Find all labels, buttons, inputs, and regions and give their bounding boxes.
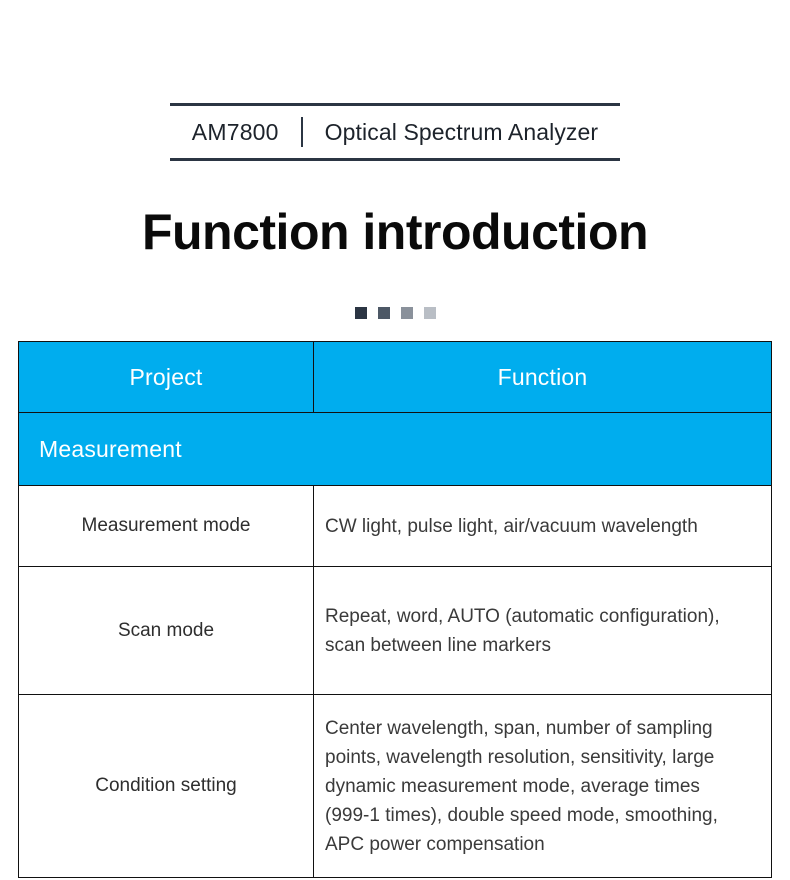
square-indicator-2 (377, 307, 390, 319)
cell-function-line: Repeat, word, AUTO (automatic configurat… (325, 605, 720, 627)
column-header-function: Function (313, 341, 772, 413)
product-header-band: AM7800 Optical Spectrum Analyzer (170, 103, 620, 161)
cell-function-line: points, wavelength resolution, sensitivi… (325, 746, 715, 768)
column-header-project: Project (18, 341, 314, 413)
cell-project: Measurement mode (18, 485, 314, 567)
cell-function-line: CW light, pulse light, air/vacuum wavele… (325, 515, 698, 537)
cell-function-line: scan between line markers (325, 634, 551, 656)
table-row: Condition setting Center wavelength, span… (18, 694, 772, 878)
table-group-row: Measurement (18, 412, 772, 486)
cell-function-line: Center wavelength, span, number of sampl… (325, 717, 713, 739)
table-header: Project Function (18, 341, 772, 413)
product-name-label: Optical Spectrum Analyzer (324, 118, 599, 145)
table-header-row: Project Function (18, 341, 772, 413)
square-indicator-4 (423, 307, 436, 319)
cell-function-line: (999-1 times), double speed mode, smooth… (325, 804, 718, 826)
cell-function: Center wavelength, span, number of sampl… (313, 694, 772, 878)
square-indicator-1 (354, 307, 367, 319)
cell-function-line: dynamic measurement mode, average times (325, 775, 700, 797)
product-model-label: AM7800 (191, 118, 279, 145)
header-vertical-divider (300, 117, 303, 147)
square-indicator-3 (400, 307, 413, 319)
cell-function: Repeat, word, AUTO (automatic configurat… (313, 566, 772, 695)
cell-project: Condition setting (18, 694, 314, 878)
table-row: Scan mode Repeat, word, AUTO (automatic c… (18, 566, 772, 695)
progress-squares (0, 307, 790, 319)
cell-function-line: APC power compensation (325, 833, 545, 855)
cell-function: CW light, pulse light, air/vacuum wavele… (313, 485, 772, 567)
cell-project: Scan mode (18, 566, 314, 695)
table-row: Measurement mode CW light, pulse light, a… (18, 485, 772, 567)
page-title: Function introduction (141, 204, 649, 260)
group-row-label: Measurement (18, 412, 772, 486)
